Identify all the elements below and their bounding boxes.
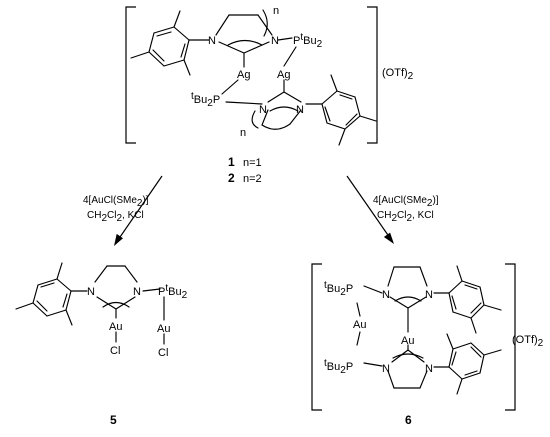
p5-phosphorus-group: PtBu2 (158, 283, 188, 301)
lower-phosphorus-group: tBu2P (191, 91, 220, 109)
p5-n-right: N (133, 286, 141, 298)
lower-n-right: N (296, 104, 304, 116)
p6-lower-n-right: N (425, 363, 433, 375)
left-reagent: 4[AuCl(SMe2)] (83, 195, 149, 209)
upper-phosphorus-group: PtBu2 (293, 32, 323, 50)
product-5: N N PtBu2 Au Au Cl Cl 5 (15, 262, 188, 427)
right-conditions: CH2Cl2, KCl (377, 210, 434, 224)
p6-au-right: Au (401, 335, 414, 347)
p5-n-left: N (87, 286, 95, 298)
top-left-bracket (125, 6, 136, 144)
left-conditions: CH2Cl2, KCl (87, 210, 144, 224)
upper-n-right: N (271, 35, 279, 47)
upper-ring-n-index: n (273, 5, 279, 17)
p6-au-left: Au (353, 319, 366, 331)
top-counterion: (OTf)2 (382, 67, 414, 82)
top-complex: N N Ag Ag N N PtBu2 tBu2P n n (OTf)2 1 n… (125, 5, 414, 185)
p5-cl-right: Cl (158, 347, 168, 359)
p5-au-left: Au (109, 321, 122, 333)
lower-n-left: N (259, 104, 267, 116)
ag-right: Ag (277, 69, 290, 81)
p6-upper-n-left: N (382, 289, 390, 301)
left-reaction-arrow: 4[AuCl(SMe2)] CH2Cl2, KCl (83, 175, 163, 246)
n-value-2: n=2 (243, 173, 262, 185)
compound-number-1: 1 (228, 155, 235, 169)
ag-left: Ag (237, 69, 250, 81)
p6-upper-n-right: N (425, 289, 433, 301)
bottom-left-bracket (311, 263, 322, 411)
bottom-counterion: (OTf)2 (512, 334, 544, 349)
lower-ring-n-index: n (240, 127, 246, 139)
upper-n-left: N (208, 35, 216, 47)
p5-cl-left: Cl (110, 345, 120, 357)
bottom-right-bracket (505, 263, 516, 411)
p6-lower-n-left: N (382, 363, 390, 375)
right-reagent: 4[AuCl(SMe2)] (373, 195, 439, 209)
compound-number-6: 6 (405, 413, 412, 427)
top-right-bracket (367, 6, 378, 144)
n-value-1: n=1 (243, 157, 262, 169)
right-reaction-arrow: 4[AuCl(SMe2)] CH2Cl2, KCl (346, 175, 439, 244)
p5-au-right: Au (157, 323, 170, 335)
compound-number-5: 5 (110, 413, 117, 427)
p6-lower-phosphorus-group: tBu2P (324, 358, 353, 376)
p6-upper-phosphorus-group: tBu2P (324, 280, 353, 298)
product-6: N N N N Au Au tBu2P tBu2P (OTf)2 6 (311, 263, 544, 427)
compound-number-2: 2 (228, 171, 235, 185)
